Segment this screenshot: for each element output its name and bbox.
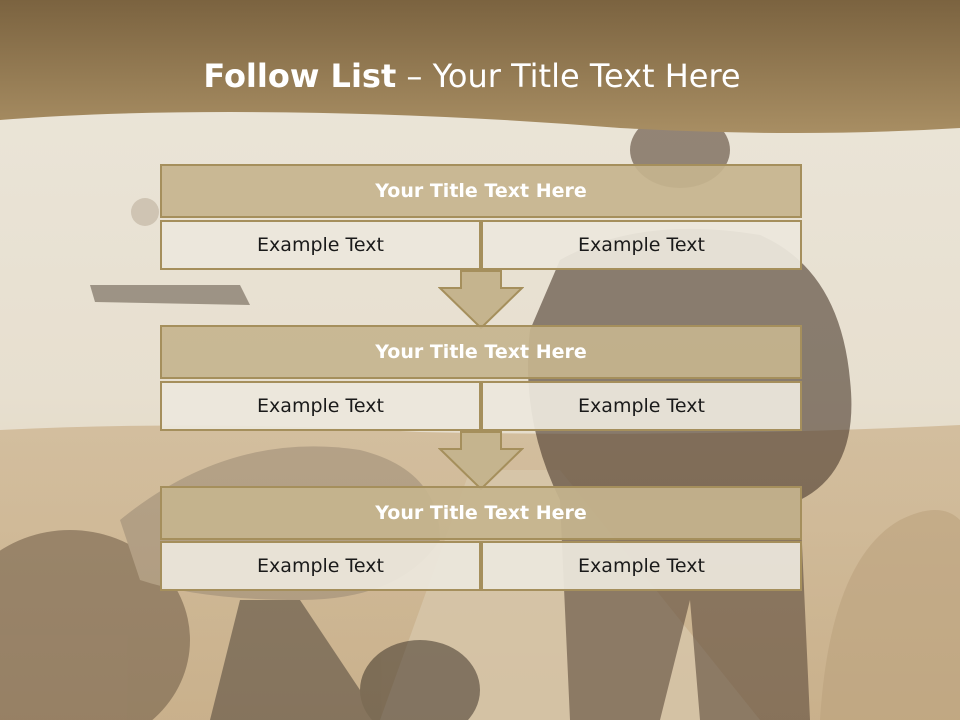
example-text-right[interactable]: Example Text xyxy=(481,381,802,431)
example-text-right[interactable]: Example Text xyxy=(481,541,802,591)
slide-title-bold: Follow List xyxy=(203,57,397,95)
block-title[interactable]: Your Title Text Here xyxy=(160,164,802,218)
example-text-right[interactable]: Example Text xyxy=(481,220,802,270)
example-text-left[interactable]: Example Text xyxy=(160,541,481,591)
down-arrow-icon xyxy=(438,270,524,330)
example-text-left[interactable]: Example Text xyxy=(160,220,481,270)
block-title[interactable]: Your Title Text Here xyxy=(160,486,802,540)
header-band xyxy=(0,0,960,133)
down-arrow-icon xyxy=(438,431,524,491)
slide-title: Follow List – Your Title Text Here xyxy=(0,54,944,98)
block-title[interactable]: Your Title Text Here xyxy=(160,325,802,379)
example-text-left[interactable]: Example Text xyxy=(160,381,481,431)
slide-title-rest: – Your Title Text Here xyxy=(396,57,741,95)
